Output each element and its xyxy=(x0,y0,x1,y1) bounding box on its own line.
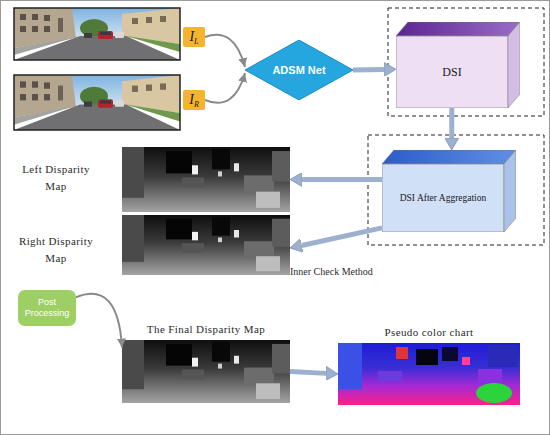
flow-arrow xyxy=(205,73,245,103)
image-caption: Left Disparity Map xyxy=(14,161,98,194)
flow-arrow xyxy=(205,35,245,67)
disparity-image xyxy=(122,215,290,275)
right-camera-image xyxy=(14,75,180,130)
image-caption: The Final Disparity Map xyxy=(122,321,290,338)
disparity-image xyxy=(122,147,290,212)
variable-subscript: R xyxy=(194,100,199,109)
flow-arrow xyxy=(449,108,454,138)
text-holder: DSI After Aggregation xyxy=(382,164,504,232)
decision-diamond: ADSM Net xyxy=(245,40,353,100)
image-panel: Left Disparity Map xyxy=(122,147,290,212)
variable-name: I xyxy=(189,92,194,108)
node-label: Post Processing xyxy=(18,297,76,320)
image-frame xyxy=(14,75,180,130)
flow-arrow xyxy=(302,228,382,246)
flow-arrow xyxy=(353,67,384,73)
cuboid-top xyxy=(396,22,520,36)
node-label: ADSM Net xyxy=(272,64,325,76)
variable-subscript: L xyxy=(194,37,198,46)
flow-arrow xyxy=(290,372,326,374)
text-holder: DSI xyxy=(396,36,508,108)
cuboid-box: DSI xyxy=(396,22,520,108)
diamond-outline xyxy=(245,40,353,100)
process-box: Post Processing xyxy=(18,290,76,326)
dashed-group-box xyxy=(368,135,544,245)
cuboid-box: DSI After Aggregation xyxy=(382,150,516,232)
text-holder: ADSM Net xyxy=(245,40,353,100)
cuboid-shape xyxy=(382,150,516,232)
dashed-group-box xyxy=(388,8,544,116)
cuboid-side xyxy=(504,150,516,232)
method-label: Inner Check Method xyxy=(290,266,373,277)
cuboid-front xyxy=(396,36,508,108)
image-frame xyxy=(14,8,180,60)
image-panel: Right Disparity Map xyxy=(122,215,290,275)
flow-arrow xyxy=(302,177,382,182)
cuboid-front xyxy=(382,164,504,232)
left-camera-image xyxy=(14,8,180,60)
image-caption: Pseudo color chart xyxy=(338,324,520,341)
cuboid-side xyxy=(508,22,520,108)
input-tag: IR xyxy=(183,90,205,110)
disparity-image xyxy=(122,340,290,403)
pseudo-color-image xyxy=(338,343,520,405)
variable-name: I xyxy=(189,29,194,45)
image-panel: The Final Disparity Map xyxy=(122,340,290,403)
image-panel: Pseudo color chart xyxy=(338,343,520,405)
image-caption: Right Disparity Map xyxy=(12,233,100,266)
cuboid-top xyxy=(382,150,516,164)
input-tag: IL xyxy=(183,27,205,47)
node-label: DSI xyxy=(442,65,461,80)
flow-arrow xyxy=(76,294,122,348)
node-label: DSI After Aggregation xyxy=(400,193,487,203)
